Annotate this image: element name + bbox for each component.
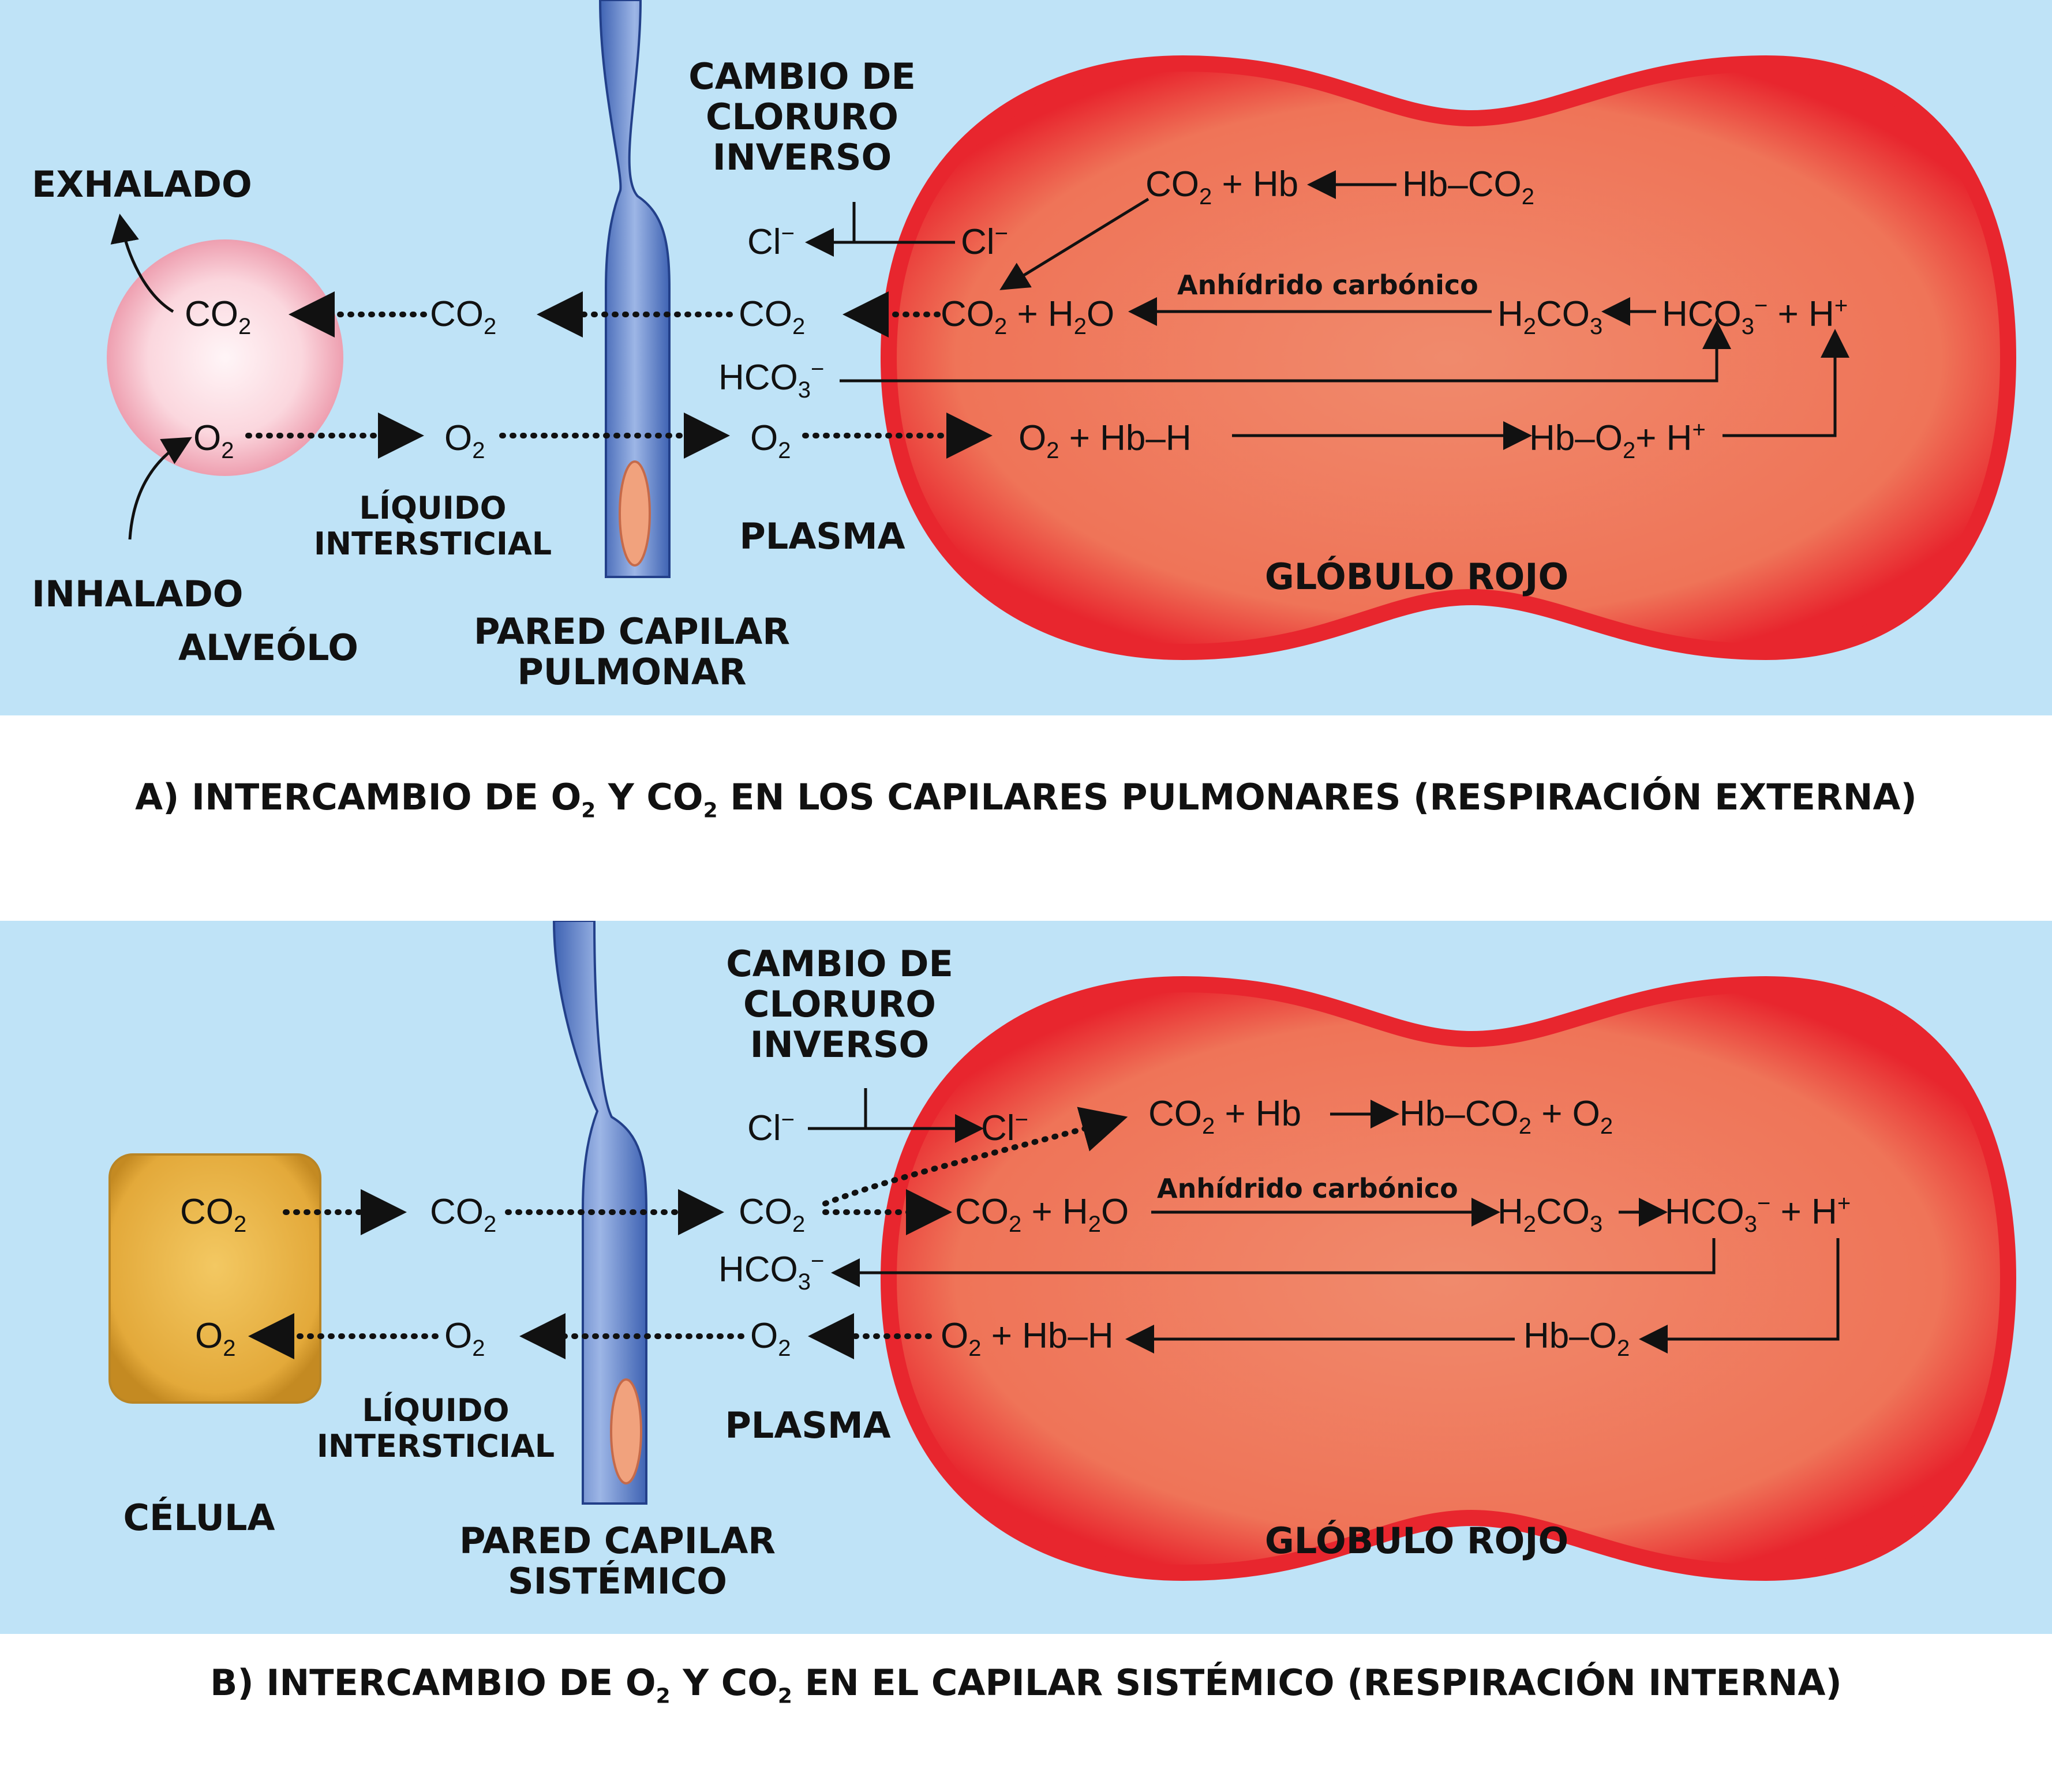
rbc-hco3-h-label: HCO3− + H+: [1665, 1191, 1851, 1237]
interstitial-o2-label: O2: [444, 418, 485, 463]
capillary-blood-cell: [610, 1378, 642, 1484]
interstitial-o2-label: O2: [444, 1316, 485, 1361]
panel-b-diagram: CO2 O2 CO2 O2 CO2 O2 Cl− HCO3− Cl− CO2 +…: [0, 921, 2052, 1634]
plasma-cl-label: Cl−: [747, 1107, 795, 1148]
interstitial-fluid-label: LÍQUIDO INTERSTICIAL: [316, 1392, 555, 1464]
panel-b-caption: B) INTERCAMBIO DE O2 Y CO2 EN EL CAPILAR…: [210, 1662, 1842, 1708]
rbc-h2co3-label: H2CO3: [1497, 1192, 1602, 1237]
plasma-label: PLASMA: [739, 515, 905, 557]
interstitial-co2-label: CO2: [430, 294, 496, 339]
panel-a-svg: CO2 O2 CO2 O2 CO2 O2 Cl− HCO3− Cl− CO2 +…: [107, 0, 2017, 661]
inhaled-label: INHALADO: [32, 573, 244, 615]
alveolus-label: ALVEÓLO: [178, 627, 358, 669]
plasma-hco3-label: HCO3−: [718, 1249, 824, 1295]
rbc-co2-hb-label: CO2 + Hb: [1148, 1094, 1301, 1139]
red-blood-cell: [880, 976, 2017, 1581]
plasma-o2-label: O2: [750, 1316, 791, 1361]
panel-a-caption: A) INTERCAMBIO DE O2 Y CO2 EN LOS CAPILA…: [135, 776, 1917, 823]
co2hb-to-co2h2o-arrow: [999, 197, 1149, 290]
red-blood-cell-label: GLÓBULO ROJO: [1264, 556, 1569, 598]
rbc-co2-h2o-label: CO2 + H2O: [941, 294, 1114, 339]
red-blood-cell: [880, 55, 2017, 661]
rbc-hbo2-label: Hb–O2: [1523, 1316, 1630, 1361]
interstitial-fluid-label: LÍQUIDO INTERSTICIAL: [313, 490, 552, 562]
inhaled-arrow: [128, 437, 192, 540]
plasma-hco3-label: HCO3−: [718, 357, 824, 403]
cell-label: CÉLULA: [123, 1497, 275, 1539]
exhaled-label: EXHALADO: [32, 163, 252, 205]
chloride-shift-label: CAMBIO DE CLORURO INVERSO: [688, 55, 916, 178]
enzyme-label: Anhídrido carbónico: [1177, 269, 1478, 301]
hplus-to-h-arrow: [1723, 329, 1849, 437]
rbc-hco3-to-plasma-arrow: [831, 1238, 1716, 1287]
hplus-to-hbo2-arrow: [1639, 1238, 1840, 1354]
plasma-cl-label: Cl−: [747, 221, 795, 262]
rbc-o2-hbh-label: O2 + Hb–H: [941, 1316, 1114, 1361]
plasma-co2-label: CO2: [739, 1192, 805, 1237]
plasma-o2-label: O2: [750, 418, 791, 463]
capillary-wall-label: PARED CAPILAR PULMONAR: [473, 610, 791, 693]
plasma-hco3-to-rbc-arrow: [840, 320, 1731, 383]
co2-arrow-plasma-to-hb: [822, 1107, 1128, 1206]
rbc-hb-co2-label: Hb–CO2: [1402, 164, 1534, 209]
rbc-hb-co2-o2-label: Hb–CO2 + O2: [1399, 1094, 1613, 1139]
exhaled-arrow: [110, 213, 174, 313]
enzyme-label: Anhídrido carbónico: [1157, 1173, 1458, 1204]
rbc-o2-hbh-label: O2 + Hb–H: [1018, 418, 1192, 463]
alveolus: [107, 239, 343, 476]
panel-a-diagram: CO2 O2 CO2 O2 CO2 O2 Cl− HCO3− Cl− CO2 +…: [0, 0, 2052, 715]
rbc-co2-hb-label: CO2 + Hb: [1145, 164, 1298, 209]
rbc-h2co3-label: H2CO3: [1497, 294, 1602, 339]
red-blood-cell-label: GLÓBULO ROJO: [1264, 1520, 1569, 1562]
capillary-blood-cell: [619, 460, 651, 567]
rbc-co2-h2o-label: CO2 + H2O: [955, 1192, 1129, 1237]
rbc-hco3-h-label: HCO3− + H+: [1662, 293, 1848, 339]
interstitial-co2-label: CO2: [430, 1192, 496, 1237]
panel-b-svg: CO2 O2 CO2 O2 CO2 O2 Cl− HCO3− Cl− CO2 +…: [108, 921, 2017, 1581]
chloride-shift-label: CAMBIO DE CLORURO INVERSO: [726, 943, 953, 1066]
rbc-hbo2-h-label: Hb–O2+ H+: [1529, 417, 1706, 463]
plasma-label: PLASMA: [725, 1404, 891, 1446]
capillary-wall-label: PARED CAPILAR SISTÉMICO: [459, 1520, 776, 1602]
plasma-co2-label: CO2: [739, 294, 805, 339]
